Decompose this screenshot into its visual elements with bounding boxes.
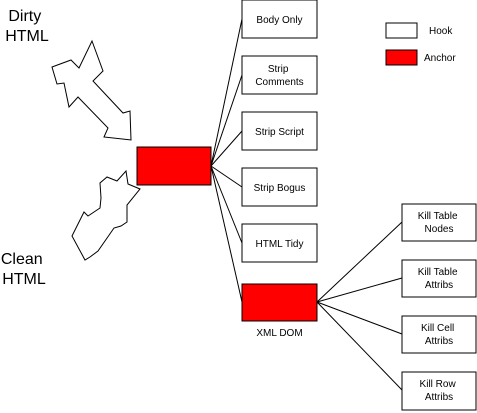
- hook-label: Kill Table Attribs: [418, 267, 461, 291]
- clean-html-label: Clean HTML: [1, 251, 47, 288]
- hook-kill-table-attribs: Kill Table Attribs: [401, 259, 477, 298]
- hook-label: Kill Cell Attribs: [421, 323, 457, 347]
- hook-body-only: Body Only: [241, 0, 318, 39]
- hook-label: Strip Script: [255, 127, 304, 138]
- hook-label: Kill Table Nodes: [418, 211, 461, 235]
- hook-strip-comments: Strip Comments: [241, 55, 318, 95]
- output-arrow-icon: [71, 169, 141, 261]
- hook-label: Strip Bogus: [254, 183, 306, 194]
- legend-anchor-swatch: [385, 49, 418, 66]
- hook-kill-table-nodes: Kill Table Nodes: [401, 203, 477, 242]
- legend-anchor-label: Anchor: [424, 53, 456, 64]
- hook-strip-bogus: Strip Bogus: [241, 167, 318, 207]
- legend-hook-swatch: [385, 22, 418, 39]
- legend: Hook Anchor: [385, 22, 456, 66]
- legend-hook-label: Hook: [429, 26, 453, 37]
- xml-dom-connectors: [316, 221, 403, 391]
- hook-label: Strip Comments: [255, 64, 303, 88]
- hook-html-tidy: HTML Tidy: [241, 223, 318, 263]
- xml-dom-label: XML DOM: [256, 328, 302, 339]
- hook-kill-row-attribs: Kill Row Attribs: [401, 371, 477, 411]
- hook-kill-cell-attribs: Kill Cell Attribs: [401, 315, 477, 354]
- input-arrow-icon: [51, 39, 132, 141]
- hook-label: Kill Row Attribs: [420, 379, 459, 403]
- main-anchor: [136, 146, 212, 186]
- hook-label: HTML Tidy: [256, 239, 304, 250]
- main-connectors: [210, 18, 243, 303]
- xml-dom-anchor: [241, 283, 318, 322]
- hook-label: Body Only: [256, 15, 302, 26]
- dirty-html-label: Dirty HTML: [5, 8, 49, 45]
- hook-strip-script: Strip Script: [241, 111, 318, 151]
